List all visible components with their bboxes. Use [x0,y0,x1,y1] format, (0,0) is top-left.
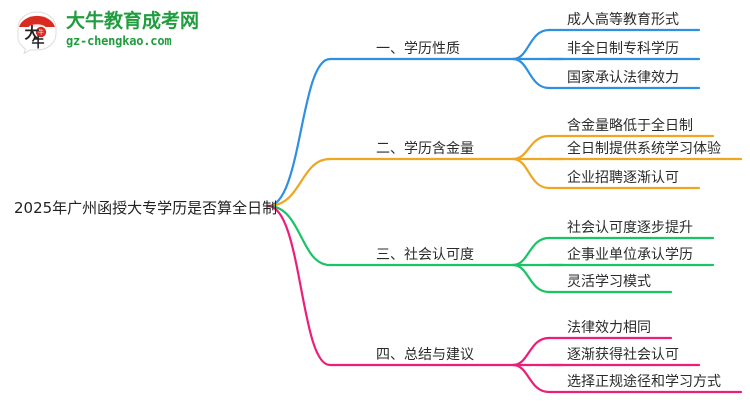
leaf-label-3-1[interactable]: 社会认可度逐步提升 [567,220,693,236]
leaf-connector-4-1 [511,336,551,367]
svg-text:大: 大 [24,24,39,42]
leaf-label-4-2[interactable]: 逐渐获得社会认可 [567,347,679,363]
leaf-connector-1-1 [511,28,551,61]
leaf-label-3-2[interactable]: 企事业单位承认学历 [567,247,693,263]
leaf-connector-2-1 [511,134,551,161]
leaf-connector-3-3 [511,263,551,294]
logo-mark-icon: 牛 大 牛 [14,8,60,55]
leaf-connector-1-3 [511,57,551,90]
leaf-label-1-3[interactable]: 国家承认法律效力 [567,70,679,86]
branch-label-2[interactable]: 二、学历含金量 [376,141,474,157]
leaf-label-2-2[interactable]: 全日制提供系统学习体验 [567,141,721,157]
leaf-label-4-3[interactable]: 选择正规途径和学习方式 [567,374,721,390]
logo-site-name: 大牛教育成考网 [66,10,200,32]
leaf-label-4-1[interactable]: 法律效力相同 [567,320,651,336]
svg-text:牛: 牛 [38,28,44,36]
leaf-label-1-1[interactable]: 成人高等教育形式 [567,12,679,28]
leaf-connector-4-3 [511,363,551,394]
leaf-label-2-3[interactable]: 企业招聘逐渐认可 [567,170,679,186]
branch-connector-2 [266,157,515,208]
logo-domain: gz-chengkao.com [66,34,172,48]
branch-label-3[interactable]: 三、社会认可度 [376,247,474,263]
leaf-label-2-1[interactable]: 含金量略低于全日制 [567,118,693,134]
leaf-connector-3-1 [511,236,551,267]
branch-connector-3 [266,204,515,267]
svg-text:牛: 牛 [31,35,44,51]
branch-label-1[interactable]: 一、学历性质 [376,41,460,57]
site-logo[interactable]: 牛 大 牛 大牛教育成考网 gz-chengkao.com [14,6,200,56]
leaf-label-1-2[interactable]: 非全日制专科学历 [567,41,679,57]
branch-connector-1 [266,57,515,208]
leaf-label-3-3[interactable]: 灵活学习模式 [567,274,651,290]
root-node-label[interactable]: 2025年广州函授大专学历是否算全日制 [14,199,278,217]
branch-label-4[interactable]: 四、总结与建议 [376,347,474,363]
branch-connector-4 [266,204,515,367]
leaf-connector-2-3 [511,157,551,190]
